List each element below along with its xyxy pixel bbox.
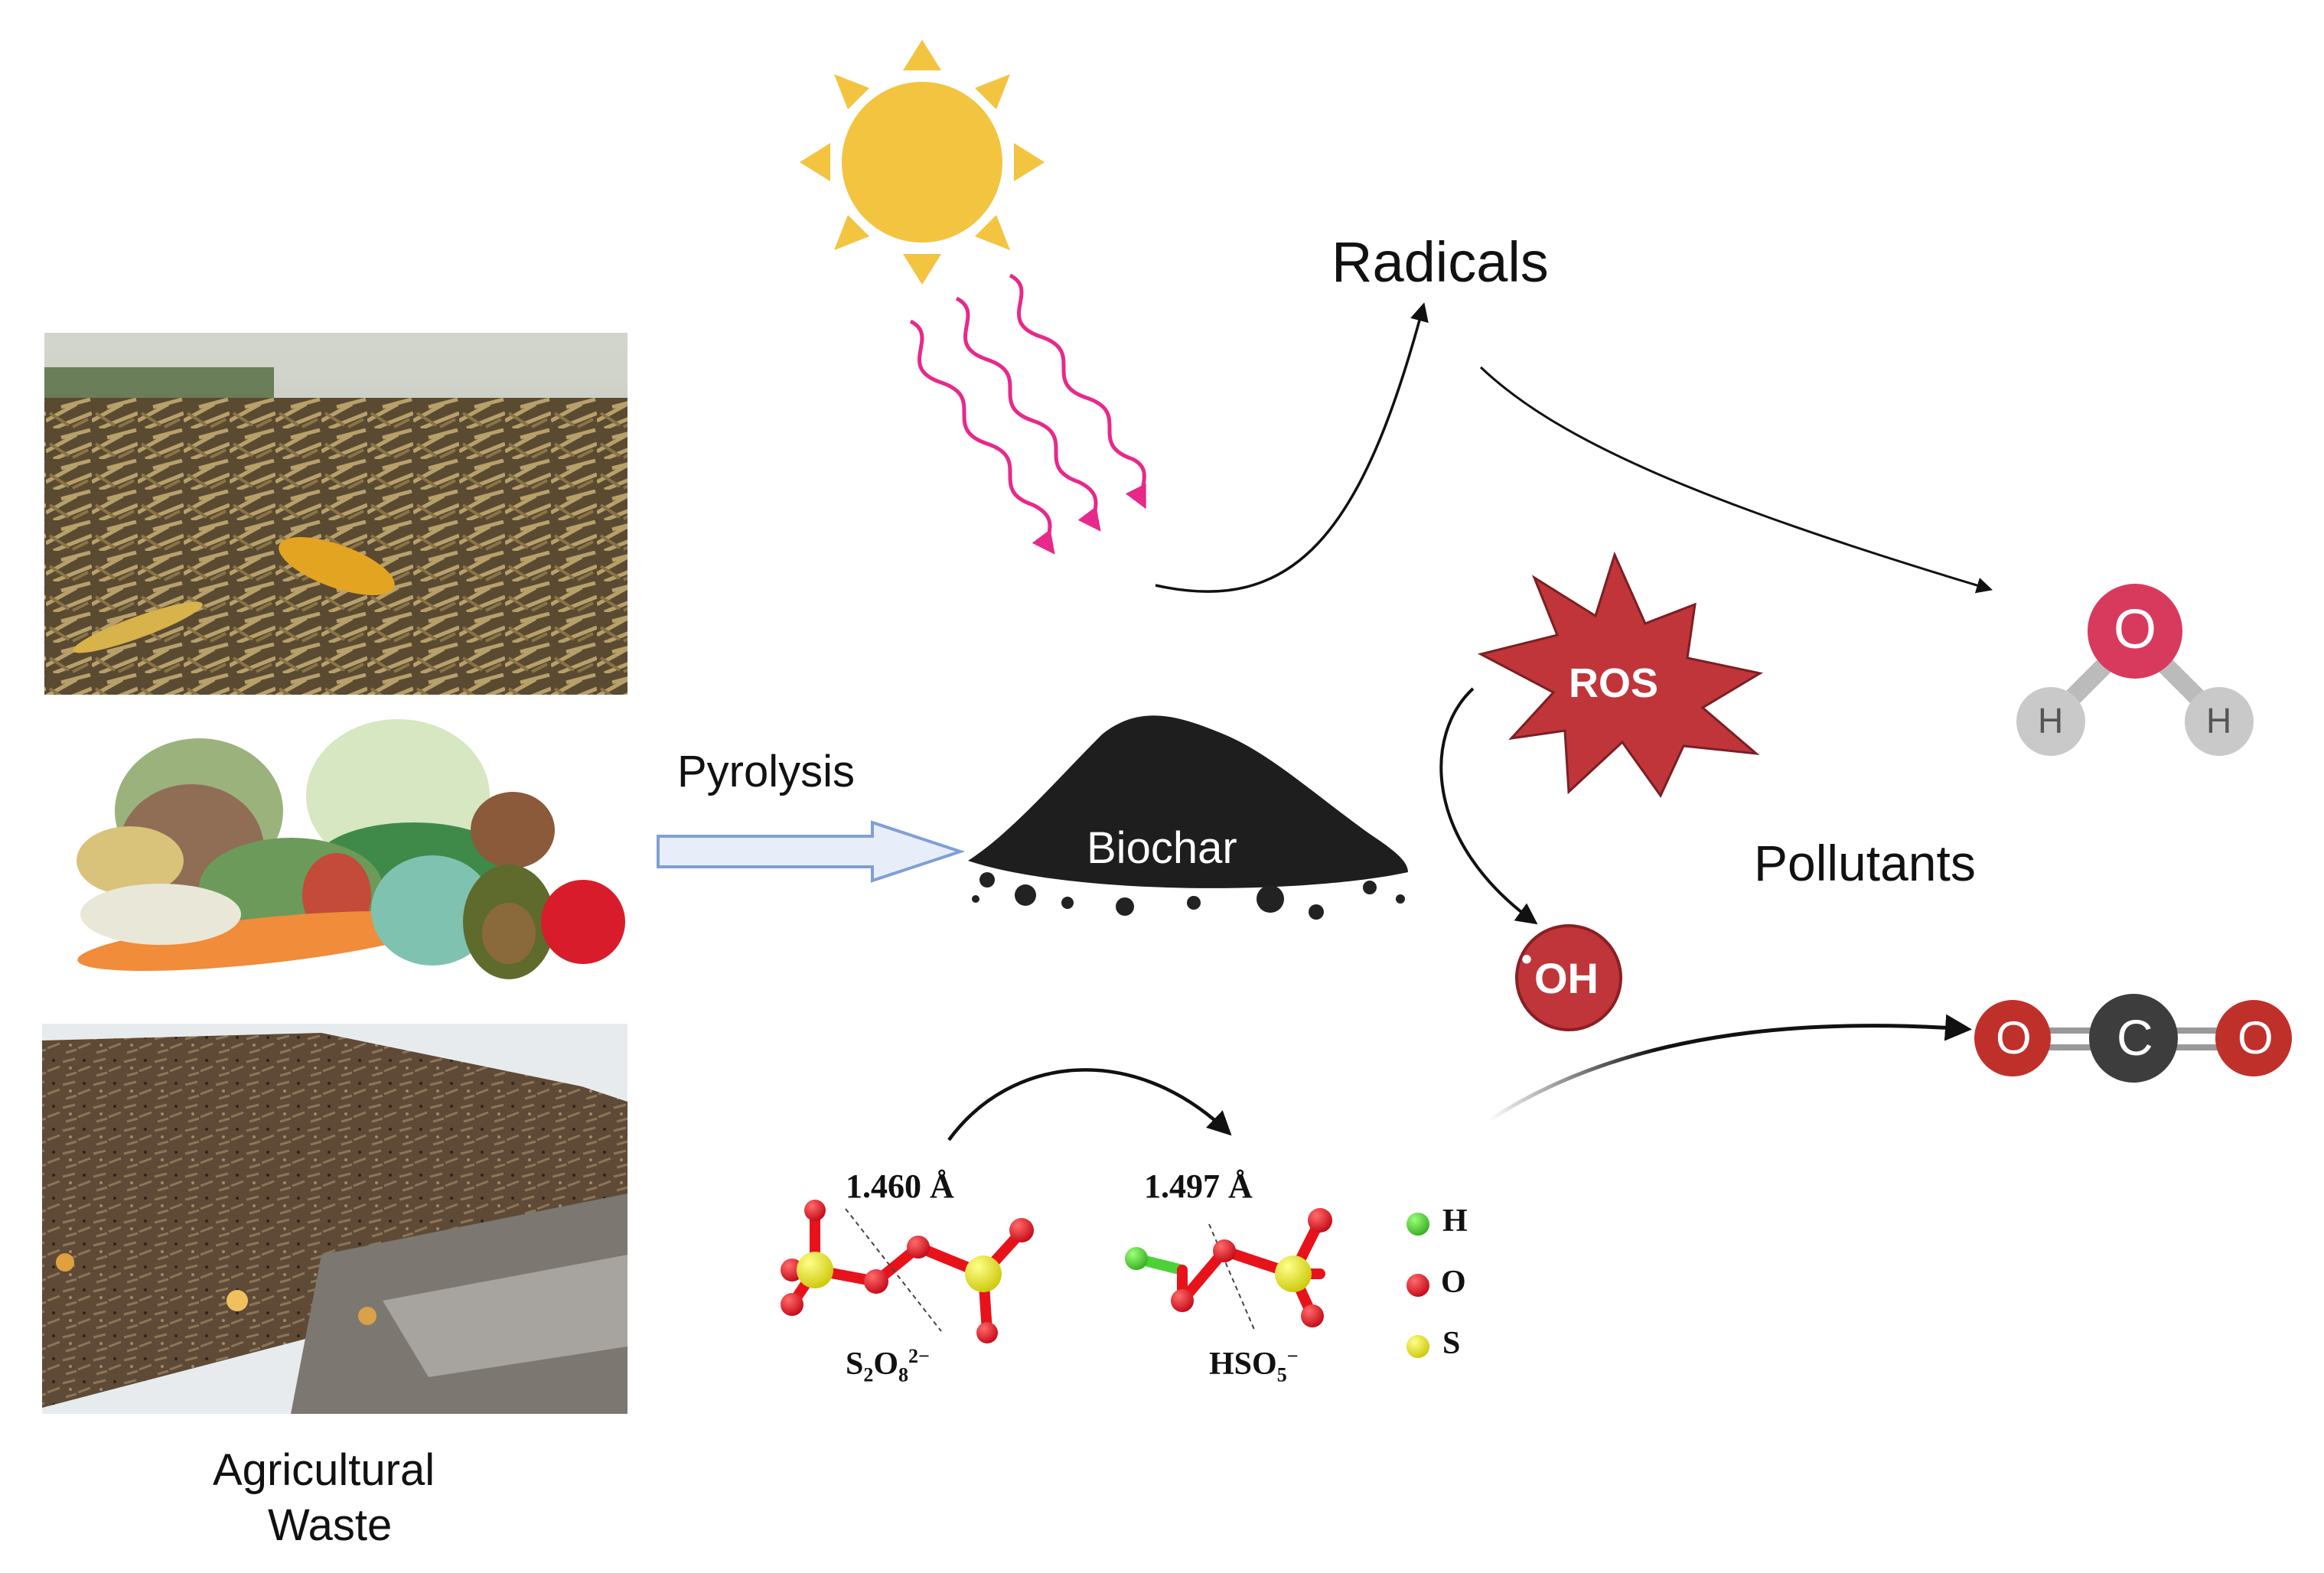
pms-main: HSO — [1209, 1347, 1277, 1382]
co2-c-label: C — [2117, 1009, 2153, 1066]
water-h1-label: H — [2038, 701, 2064, 741]
co2-o2-label: O — [2238, 1012, 2273, 1063]
arrow-persulfate-to-pms — [947, 1068, 1232, 1141]
arrow-to-co2 — [1487, 1014, 1972, 1123]
pyrolysis-label: Pyrolysis — [677, 747, 856, 796]
biochar-pile-icon — [968, 715, 1408, 920]
pollutants-label: Pollutants — [1754, 835, 1976, 891]
compost-pile-photo — [42, 1024, 627, 1414]
corn-field-photo — [44, 333, 627, 695]
arrow-ros-to-oh — [1439, 687, 1538, 925]
legend-h-dot — [1406, 1213, 1429, 1236]
persulfate-structure — [781, 1200, 1034, 1343]
persulfate-sub2: 8 — [898, 1363, 909, 1386]
rotting-vegetables-icon — [77, 719, 625, 979]
sun-icon — [800, 40, 1045, 285]
persulfate-s: S — [846, 1347, 864, 1382]
water-molecule — [2016, 584, 2254, 756]
pms-sub: 5 — [1276, 1363, 1287, 1386]
ros-label: ROS — [1569, 660, 1659, 706]
persulfate-formula: S2O82− — [846, 1345, 930, 1386]
light-rays — [909, 273, 1146, 555]
biochar-label: Biochar — [1087, 823, 1237, 873]
oh-radical-icon — [1515, 924, 1622, 1031]
legend-h-label: H — [1442, 1203, 1468, 1239]
pms-bond-length: 1.497 Å — [1144, 1168, 1253, 1205]
oh-dot: • — [1521, 943, 1533, 976]
pms-formula: HSO5− — [1209, 1345, 1299, 1386]
agricultural-label: Agricultural — [213, 1445, 435, 1495]
legend-o-label: O — [1441, 1265, 1466, 1300]
water-o-label: O — [2114, 599, 2157, 660]
radicals-label: Radicals — [1331, 230, 1549, 294]
persulfate-o: O — [873, 1347, 899, 1382]
legend-s-label: S — [1442, 1326, 1461, 1361]
persulfate-charge: 2− — [908, 1345, 930, 1367]
co2-molecule — [1974, 994, 2292, 1083]
ros-burst-icon — [1477, 551, 1764, 798]
legend-s-dot — [1406, 1335, 1429, 1358]
water-h2-label: H — [2206, 701, 2232, 741]
persulfate-bond-length: 1.460 Å — [846, 1168, 954, 1205]
oh-label: OH — [1534, 954, 1599, 1002]
arrow-to-radicals — [1155, 302, 1429, 593]
arrow-radicals-to-water — [1479, 366, 1993, 594]
pms-charge: − — [1286, 1345, 1299, 1367]
waste-label: Waste — [268, 1500, 393, 1550]
legend-o-dot — [1406, 1274, 1429, 1297]
co2-o1-label: O — [1996, 1012, 2032, 1063]
persulfate-sub1: 2 — [863, 1363, 874, 1386]
pyrolysis-arrow — [657, 820, 966, 883]
pms-structure — [1125, 1208, 1332, 1332]
